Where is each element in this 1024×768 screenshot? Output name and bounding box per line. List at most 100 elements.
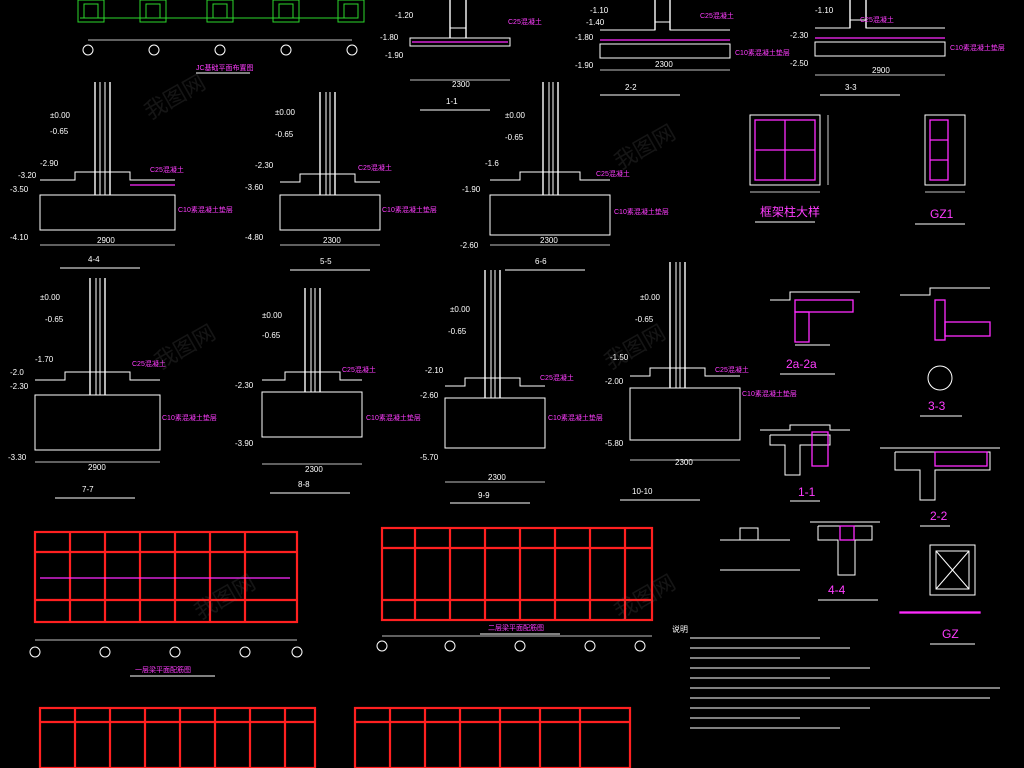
svg-text:2900: 2900 [872, 66, 890, 75]
svg-text:C10素混凝土垫层: C10素混凝土垫层 [178, 205, 233, 214]
svg-text:-0.65: -0.65 [505, 133, 524, 142]
watermark-text-3: 我图网 [150, 320, 220, 375]
section-5-5-label: 5-5 [320, 257, 332, 266]
section-6-6-label: 6-6 [535, 257, 547, 266]
svg-text:-0.65: -0.65 [635, 315, 654, 324]
svg-text:±0.00: ±0.00 [505, 111, 526, 120]
svg-text:-2.60: -2.60 [420, 391, 439, 400]
svg-text:±0.00: ±0.00 [640, 293, 661, 302]
svg-text:C10素混凝土垫层: C10素混凝土垫层 [614, 207, 669, 216]
svg-text:C10素混凝土垫层: C10素混凝土垫层 [548, 413, 603, 422]
section-10-10: ±0.00 -0.65 -1.50 -2.00 -5.80 C25混凝土 C10… [605, 262, 797, 501]
svg-text:-2.30: -2.30 [235, 381, 254, 390]
svg-text:C25混凝土: C25混凝土 [508, 17, 542, 26]
svg-text:±0.00: ±0.00 [262, 311, 283, 320]
detail-4-4-title: 4-4 [828, 583, 846, 597]
svg-text:-1.10: -1.10 [590, 6, 609, 15]
svg-text:2300: 2300 [540, 236, 558, 245]
section-8-8-label: 8-8 [298, 480, 310, 489]
svg-text:±0.00: ±0.00 [50, 111, 71, 120]
notes-heading: 说明 [672, 624, 688, 634]
svg-text:-1.90: -1.90 [385, 51, 404, 60]
section-4-4: ±0.00 -0.65 -2.90 -3.20 -3.50 -4.10 C25混… [10, 82, 233, 269]
section-3-3: -1.10 -2.30 -2.50 C25混凝土 C10素混凝土垫层 2900 … [790, 0, 1005, 96]
svg-text:-0.65: -0.65 [448, 327, 467, 336]
section-3-3-label: 3-3 [845, 83, 857, 92]
detail-2a-2a: 2a-2a [770, 291, 860, 375]
svg-text:-3.90: -3.90 [235, 439, 254, 448]
plan-right-title: 二层梁平面配筋图 [488, 623, 544, 632]
svg-text:-2.0: -2.0 [10, 368, 24, 377]
detail-2-2: 2-2 [880, 447, 1000, 527]
svg-text:2300: 2300 [305, 465, 323, 474]
svg-text:2300: 2300 [452, 80, 470, 89]
svg-text:-1.6: -1.6 [485, 159, 499, 168]
svg-text:-1.80: -1.80 [380, 33, 399, 42]
svg-text:-2.30: -2.30 [255, 161, 274, 170]
svg-text:-2.60: -2.60 [460, 241, 479, 250]
floor-plan-right: 二层梁平面配筋图 [376, 526, 654, 652]
svg-text:2300: 2300 [488, 473, 506, 482]
detail-1-1: 1-1 [760, 424, 850, 502]
watermark-text-2: 我图网 [610, 120, 680, 175]
section-9-9-label: 9-9 [478, 491, 490, 500]
svg-text:-3.50: -3.50 [10, 185, 29, 194]
svg-text:-0.65: -0.65 [50, 127, 69, 136]
svg-text:-1.10: -1.10 [815, 6, 834, 15]
gz1-detail: GZ1 [915, 114, 966, 225]
section-2-2: -1.10 -1.40 -1.80 -1.90 C25混凝土 C10素混凝土垫层… [575, 0, 790, 96]
svg-text:-0.65: -0.65 [45, 315, 64, 324]
detail-3-3: 3-3 [900, 287, 991, 417]
svg-text:C25混凝土: C25混凝土 [860, 15, 894, 24]
section-7-7-label: 7-7 [82, 485, 94, 494]
svg-text:-5.70: -5.70 [420, 453, 439, 462]
svg-text:±0.00: ±0.00 [40, 293, 61, 302]
svg-text:-1.80: -1.80 [575, 33, 594, 42]
svg-text:2900: 2900 [88, 463, 106, 472]
svg-text:C25混凝土: C25混凝土 [700, 11, 734, 20]
svg-text:-1.90: -1.90 [575, 61, 594, 70]
section-6-6: ±0.00 -0.65 -1.6 -1.90 -2.60 C25混凝土 C10素… [460, 82, 669, 271]
section-9-9: ±0.00 -0.65 -2.10 -2.60 -5.70 C25混凝土 C10… [420, 270, 603, 504]
section-10-10-label: 10-10 [632, 487, 653, 496]
section-5-5: ±0.00 -0.65 -2.30 -3.60 -4.80 C25混凝土 C10… [245, 92, 437, 271]
plan-left-title: 一层梁平面配筋图 [135, 665, 191, 674]
svg-text:-3.30: -3.30 [8, 453, 27, 462]
svg-text:-2.50: -2.50 [790, 59, 809, 68]
svg-text:-1.20: -1.20 [395, 11, 414, 20]
svg-text:-4.10: -4.10 [10, 233, 29, 242]
detail-2-2-title: 2-2 [930, 509, 948, 523]
watermark-text-4: 我图网 [600, 320, 670, 375]
watermark-text-6: 我图网 [610, 570, 680, 625]
watermark: 我图网 我图网 我图网 我图网 我图网 我图网 [140, 70, 680, 625]
svg-text:-5.80: -5.80 [605, 439, 624, 448]
svg-text:-1.70: -1.70 [35, 355, 54, 364]
floor-plan-lower-right [353, 706, 632, 768]
svg-text:-4.80: -4.80 [245, 233, 264, 242]
frame-column-detail: 框架柱大样 [749, 114, 829, 223]
section-1-1-label: 1-1 [446, 97, 458, 106]
notes-block: 说明 [672, 624, 1000, 729]
frame-column-title: 框架柱大样 [760, 204, 820, 219]
svg-text:-1.50: -1.50 [610, 353, 629, 362]
svg-text:-2.30: -2.30 [790, 31, 809, 40]
small-detail [720, 527, 800, 571]
section-1-1: -1.20 -1.80 -1.90 C25混凝土 2300 1-1 [380, 0, 542, 111]
svg-text:-2.10: -2.10 [425, 366, 444, 375]
detail-1-1-title: 1-1 [798, 485, 816, 499]
section-7-7: ±0.00 -0.65 -1.70 -2.0 -2.30 -3.30 C25混凝… [8, 278, 217, 499]
svg-text:±0.00: ±0.00 [275, 108, 296, 117]
detail-4-4: 4-4 [810, 521, 880, 601]
detail-2a-2a-title: 2a-2a [786, 357, 817, 371]
section-4-4-label: 4-4 [88, 255, 100, 264]
svg-text:-2.90: -2.90 [40, 159, 59, 168]
svg-text:2900: 2900 [97, 236, 115, 245]
foundation-plan-title: JC基础平面布置图 [196, 63, 254, 72]
svg-text:-1.90: -1.90 [462, 185, 481, 194]
section-2-2-label: 2-2 [625, 83, 637, 92]
svg-text:C25混凝土: C25混凝土 [132, 359, 166, 368]
svg-text:-1.40: -1.40 [586, 18, 605, 27]
svg-text:-0.65: -0.65 [262, 331, 281, 340]
svg-text:C10素混凝土垫层: C10素混凝土垫层 [950, 43, 1005, 52]
floor-plan-left: 一层梁平面配筋图 [29, 530, 303, 677]
